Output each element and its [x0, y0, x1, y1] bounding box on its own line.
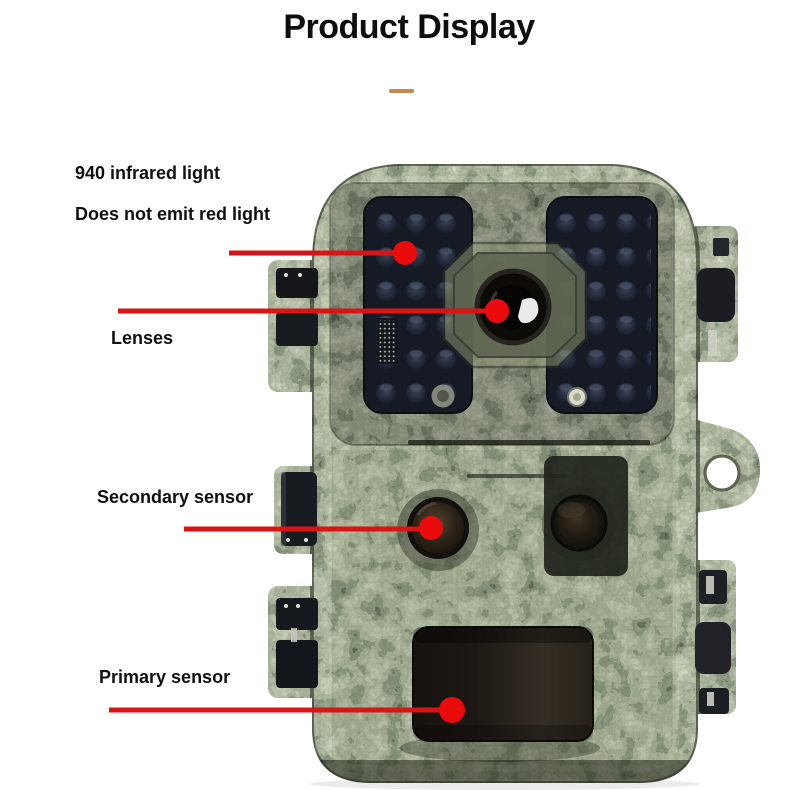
label-primary-sensor: Primary sensor: [99, 667, 231, 687]
left-latch-top: [276, 268, 318, 346]
callout-dot-secondary-sensor: [419, 516, 443, 540]
vent-grid: [379, 320, 396, 362]
page-title: Product Display: [283, 8, 535, 46]
right-hinge-bottom: [695, 570, 731, 714]
ir-panel-left: [363, 196, 473, 414]
accent-dash: [389, 89, 414, 93]
callout-lines: [109, 250, 494, 713]
right-hinge-top: [697, 238, 735, 356]
primary-sensor-window: [412, 626, 594, 742]
callout-dot-primary-sensor: [439, 697, 465, 723]
left-latch-bottom: [276, 598, 318, 688]
ir-panel-right: [546, 196, 658, 414]
callout-dot-lenses: [485, 299, 509, 323]
label-ir-light-line1: 940 infrared light: [75, 163, 221, 183]
lens-highlight: [518, 298, 539, 324]
left-latch-middle: [281, 472, 317, 546]
callout-dot-ir-light: [393, 241, 417, 265]
callout-dots: [393, 241, 509, 723]
label-lenses: Lenses: [111, 328, 174, 348]
camera-lens: [442, 241, 588, 369]
secondary-sensor-right: [544, 456, 628, 576]
label-ir-light-line2: Does not emit red light: [75, 204, 271, 224]
label-secondary-sensor: Secondary sensor: [97, 487, 254, 507]
mounting-ear: [703, 454, 741, 492]
